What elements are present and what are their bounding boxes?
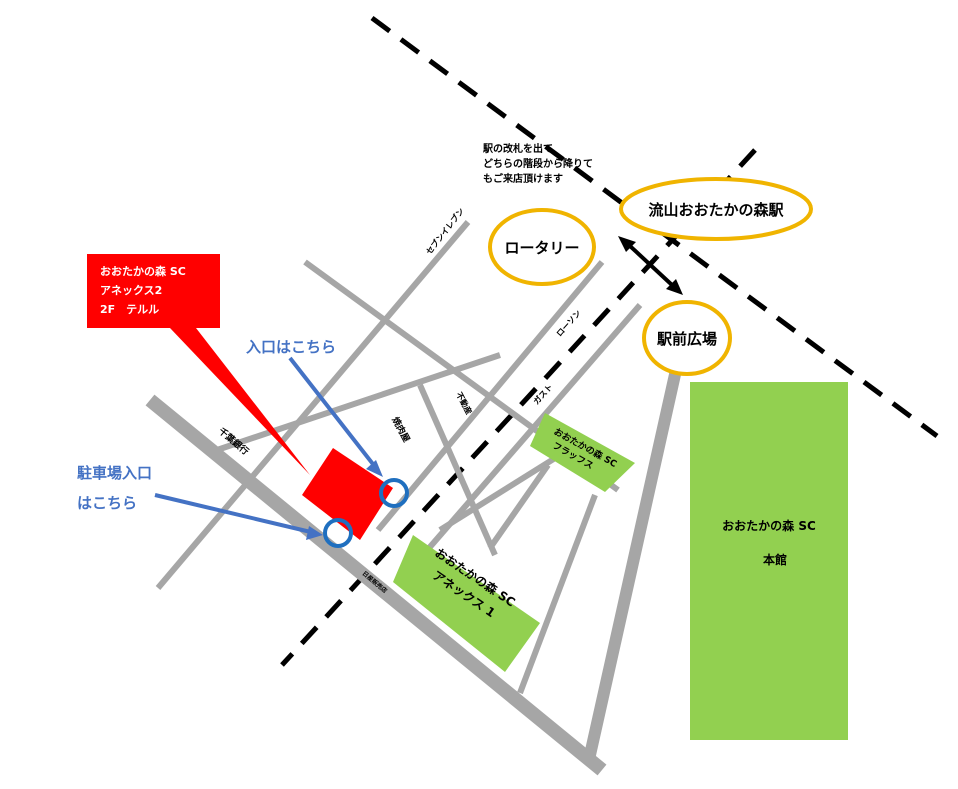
station-ring: [619, 177, 813, 241]
parking-label-line1: 駐車場入口: [77, 464, 152, 482]
plaza-label: 駅前広場: [656, 330, 717, 348]
callout-line2: アネックス2: [100, 284, 162, 297]
callout-box: [87, 254, 220, 328]
station-arrowhead: [618, 236, 636, 252]
building-annex1: [393, 535, 540, 672]
plaza-arrowhead: [666, 279, 683, 295]
road-west-cross: [207, 352, 501, 456]
parking-label-line2: はこちら: [77, 494, 137, 512]
entrance-arrows: [154, 356, 378, 535]
landmark-gusto: ガスト: [531, 382, 554, 407]
rotary-label: ロータリー: [504, 239, 579, 257]
landmark-yakiniku: 焼肉屋: [389, 415, 412, 444]
target-building: [302, 448, 393, 540]
station-plaza-arrow: [628, 244, 674, 287]
road-fudosan: [417, 383, 498, 557]
main-road: [145, 394, 607, 776]
road-seven-eleven: [155, 220, 471, 590]
parking-entrance-marker: [323, 518, 353, 548]
parking-arrowhead: [306, 526, 323, 540]
callout-line3: 2F テルル: [100, 303, 159, 316]
station-name: 流山おおたかの森駅: [648, 201, 784, 219]
road-rotary: [375, 260, 605, 532]
station-note-line2: どちらの階段から降りて: [483, 157, 593, 170]
railway-line-upper: [370, 15, 939, 439]
entrance-arrowhead: [366, 460, 383, 477]
road-plaza-south: [584, 368, 682, 757]
main-label-line1: おおたかの森 SC: [722, 518, 816, 533]
station-note-line3: もご来店頂けます: [483, 172, 563, 185]
parking-arrow: [154, 493, 316, 535]
rotary-ring: [488, 208, 596, 286]
entrance-marker: [379, 478, 409, 508]
station-note-line1: 駅の改札を出て: [482, 142, 553, 155]
plaza-ring: [642, 300, 732, 376]
road-annex-south: [517, 493, 598, 695]
main-label-line2: 本館: [763, 552, 787, 567]
entrance-arrow: [288, 356, 378, 470]
callout-line1: おおたかの森 SC: [100, 264, 186, 278]
road-mid-cross: [438, 452, 562, 533]
building-main: [690, 382, 848, 740]
road-network: [145, 220, 682, 776]
entrance-label: 入口はこちら: [246, 338, 336, 356]
road-flaps-west: [487, 463, 551, 550]
landmark-fudosan: 不動産: [454, 390, 474, 416]
building-flaps: [530, 413, 635, 492]
callout-pointer: [170, 328, 310, 475]
